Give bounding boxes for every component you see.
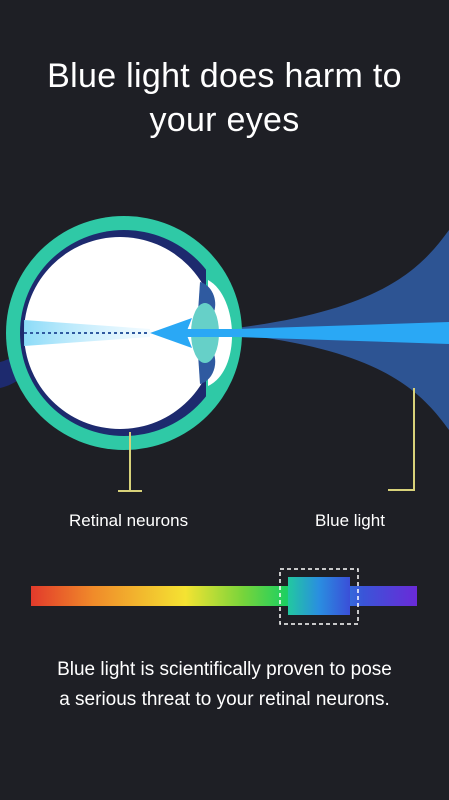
retinal-neurons-label: Retinal neurons [69, 511, 189, 530]
title-line-2: your eyes [149, 101, 300, 139]
beam-arrow-icon [150, 318, 192, 348]
retina-leader-line [118, 432, 142, 492]
description-line-1: Blue light is scientifically proven to p… [57, 659, 392, 680]
title-line-1: Blue light does harm to [47, 57, 402, 95]
blue-band-highlight [288, 577, 350, 615]
page-title: Blue light does harm to your eyes [0, 54, 449, 142]
description-line-2: a serious threat to your retinal neurons… [59, 689, 390, 710]
spectrum-bar [31, 586, 417, 606]
blue-light-beam [236, 322, 449, 344]
dashed-selection-box-icon [279, 568, 359, 625]
description-text: Blue light is scientifically proven to p… [10, 655, 439, 715]
blue-light-label: Blue light [315, 511, 385, 530]
blue-light-leader-line [388, 388, 415, 491]
